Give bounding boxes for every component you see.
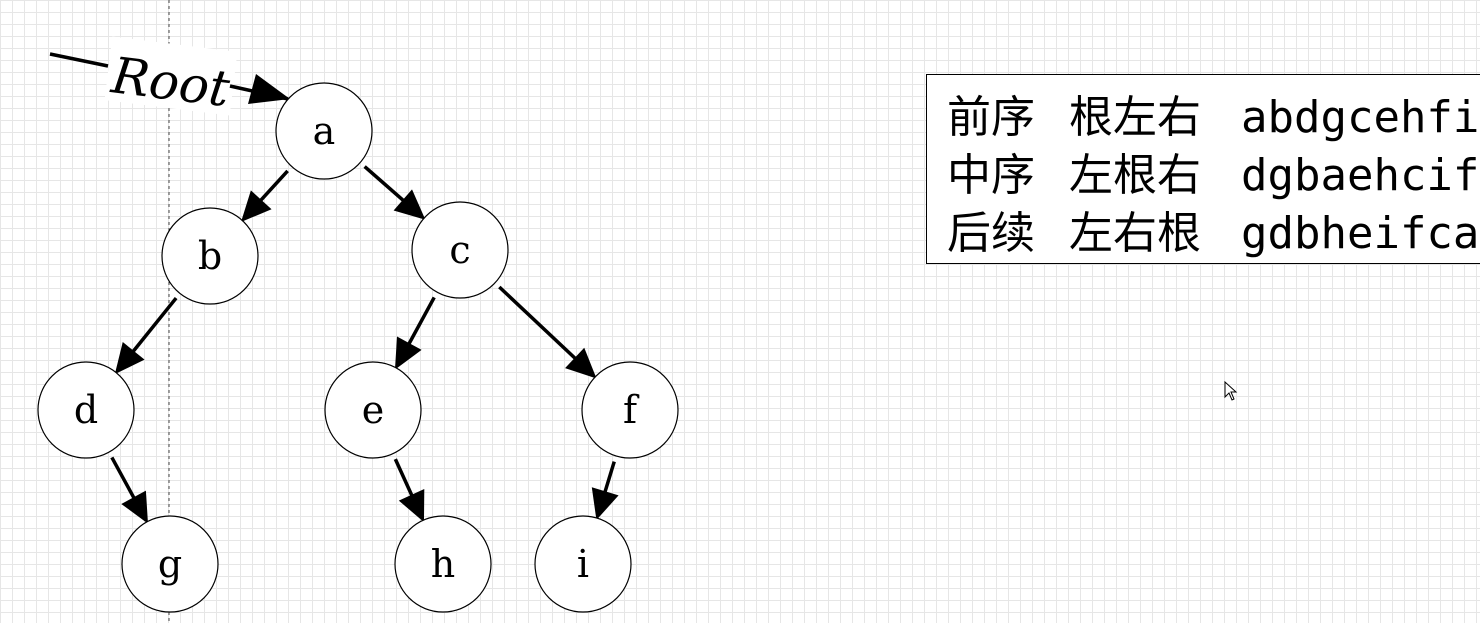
node-circle — [121, 515, 219, 613]
node-circle — [275, 82, 373, 180]
tree-node-b: b — [161, 207, 259, 305]
node-label: b — [198, 234, 222, 278]
node-layer: a b c d e f g h i — [37, 82, 679, 613]
edge-f-i — [602, 461, 616, 494]
traversal-rule: 根左右 — [1069, 92, 1201, 143]
node-label: g — [158, 542, 182, 586]
arrow-head-f-i — [591, 487, 619, 521]
root-label-background — [104, 36, 238, 116]
traversal-row-preorder: 前序根左右 abdgcehfi — [947, 89, 1480, 147]
edge-b-d — [131, 296, 178, 354]
arrow-head-a-c — [393, 189, 426, 220]
root-label: Root — [108, 46, 234, 118]
traversal-name: 后续 — [947, 208, 1035, 259]
node-label: e — [362, 388, 385, 432]
tree-node-e: e — [324, 361, 422, 459]
traversal-row-inorder: 中序左根右 dgbaehcif — [947, 147, 1480, 205]
node-circle — [324, 361, 422, 459]
tree-node-i: i — [534, 515, 632, 613]
arrow-head-d-g — [121, 490, 148, 524]
node-label: h — [431, 542, 455, 586]
node-circle — [394, 515, 492, 613]
traversal-sequence: dgbaehcif — [1241, 150, 1480, 201]
traversal-table: 前序根左右 abdgcehfi 中序左根右 dgbaehcif 后续左右根 gdbhe… — [926, 74, 1480, 264]
node-circle — [534, 515, 632, 613]
edge-a-c — [363, 165, 406, 203]
mouse-pointer-icon — [1224, 381, 1238, 401]
tree-node-g: g — [121, 515, 219, 613]
arrow-head-e-h — [398, 489, 425, 523]
edge-layer — [110, 165, 619, 524]
tree-node-f: f — [581, 361, 679, 459]
node-label: a — [313, 109, 336, 153]
traversal-name: 中序 — [947, 150, 1035, 201]
arrow-head-a-b — [240, 190, 272, 223]
node-label: i — [577, 542, 589, 586]
tree-node-h: h — [394, 515, 492, 613]
arrow-head-b-d — [114, 342, 145, 375]
node-label: d — [74, 388, 98, 432]
node-label: f — [623, 388, 640, 432]
traversal-rule: 左右根 — [1069, 208, 1201, 259]
tree-node-c: c — [411, 201, 509, 299]
tree-node-d: d — [37, 361, 135, 459]
edge-e-h — [393, 458, 414, 498]
edge-a-b — [258, 169, 289, 203]
traversal-sequence: abdgcehfi — [1241, 92, 1480, 143]
edge-c-f — [498, 285, 578, 361]
traversal-name: 前序 — [947, 92, 1035, 143]
root-arrow-head — [248, 74, 290, 104]
edge-c-e — [406, 296, 436, 346]
node-circle — [581, 361, 679, 459]
node-circle — [161, 207, 259, 305]
traversal-sequence: gdbheifca — [1241, 208, 1480, 259]
node-label: c — [449, 228, 470, 272]
arrow-head-c-e — [394, 336, 422, 370]
root-tail-line — [49, 52, 109, 68]
traversal-row-postorder: 后续左右根 gdbheifca — [947, 205, 1480, 263]
node-circle — [411, 201, 509, 299]
node-circle — [37, 361, 135, 459]
tree-node-a: a — [275, 82, 373, 180]
arrow-head-c-f — [565, 347, 597, 379]
root-pointer: Root — [49, 36, 290, 118]
edge-d-g — [110, 456, 137, 500]
traversal-rule: 左根右 — [1069, 150, 1201, 201]
